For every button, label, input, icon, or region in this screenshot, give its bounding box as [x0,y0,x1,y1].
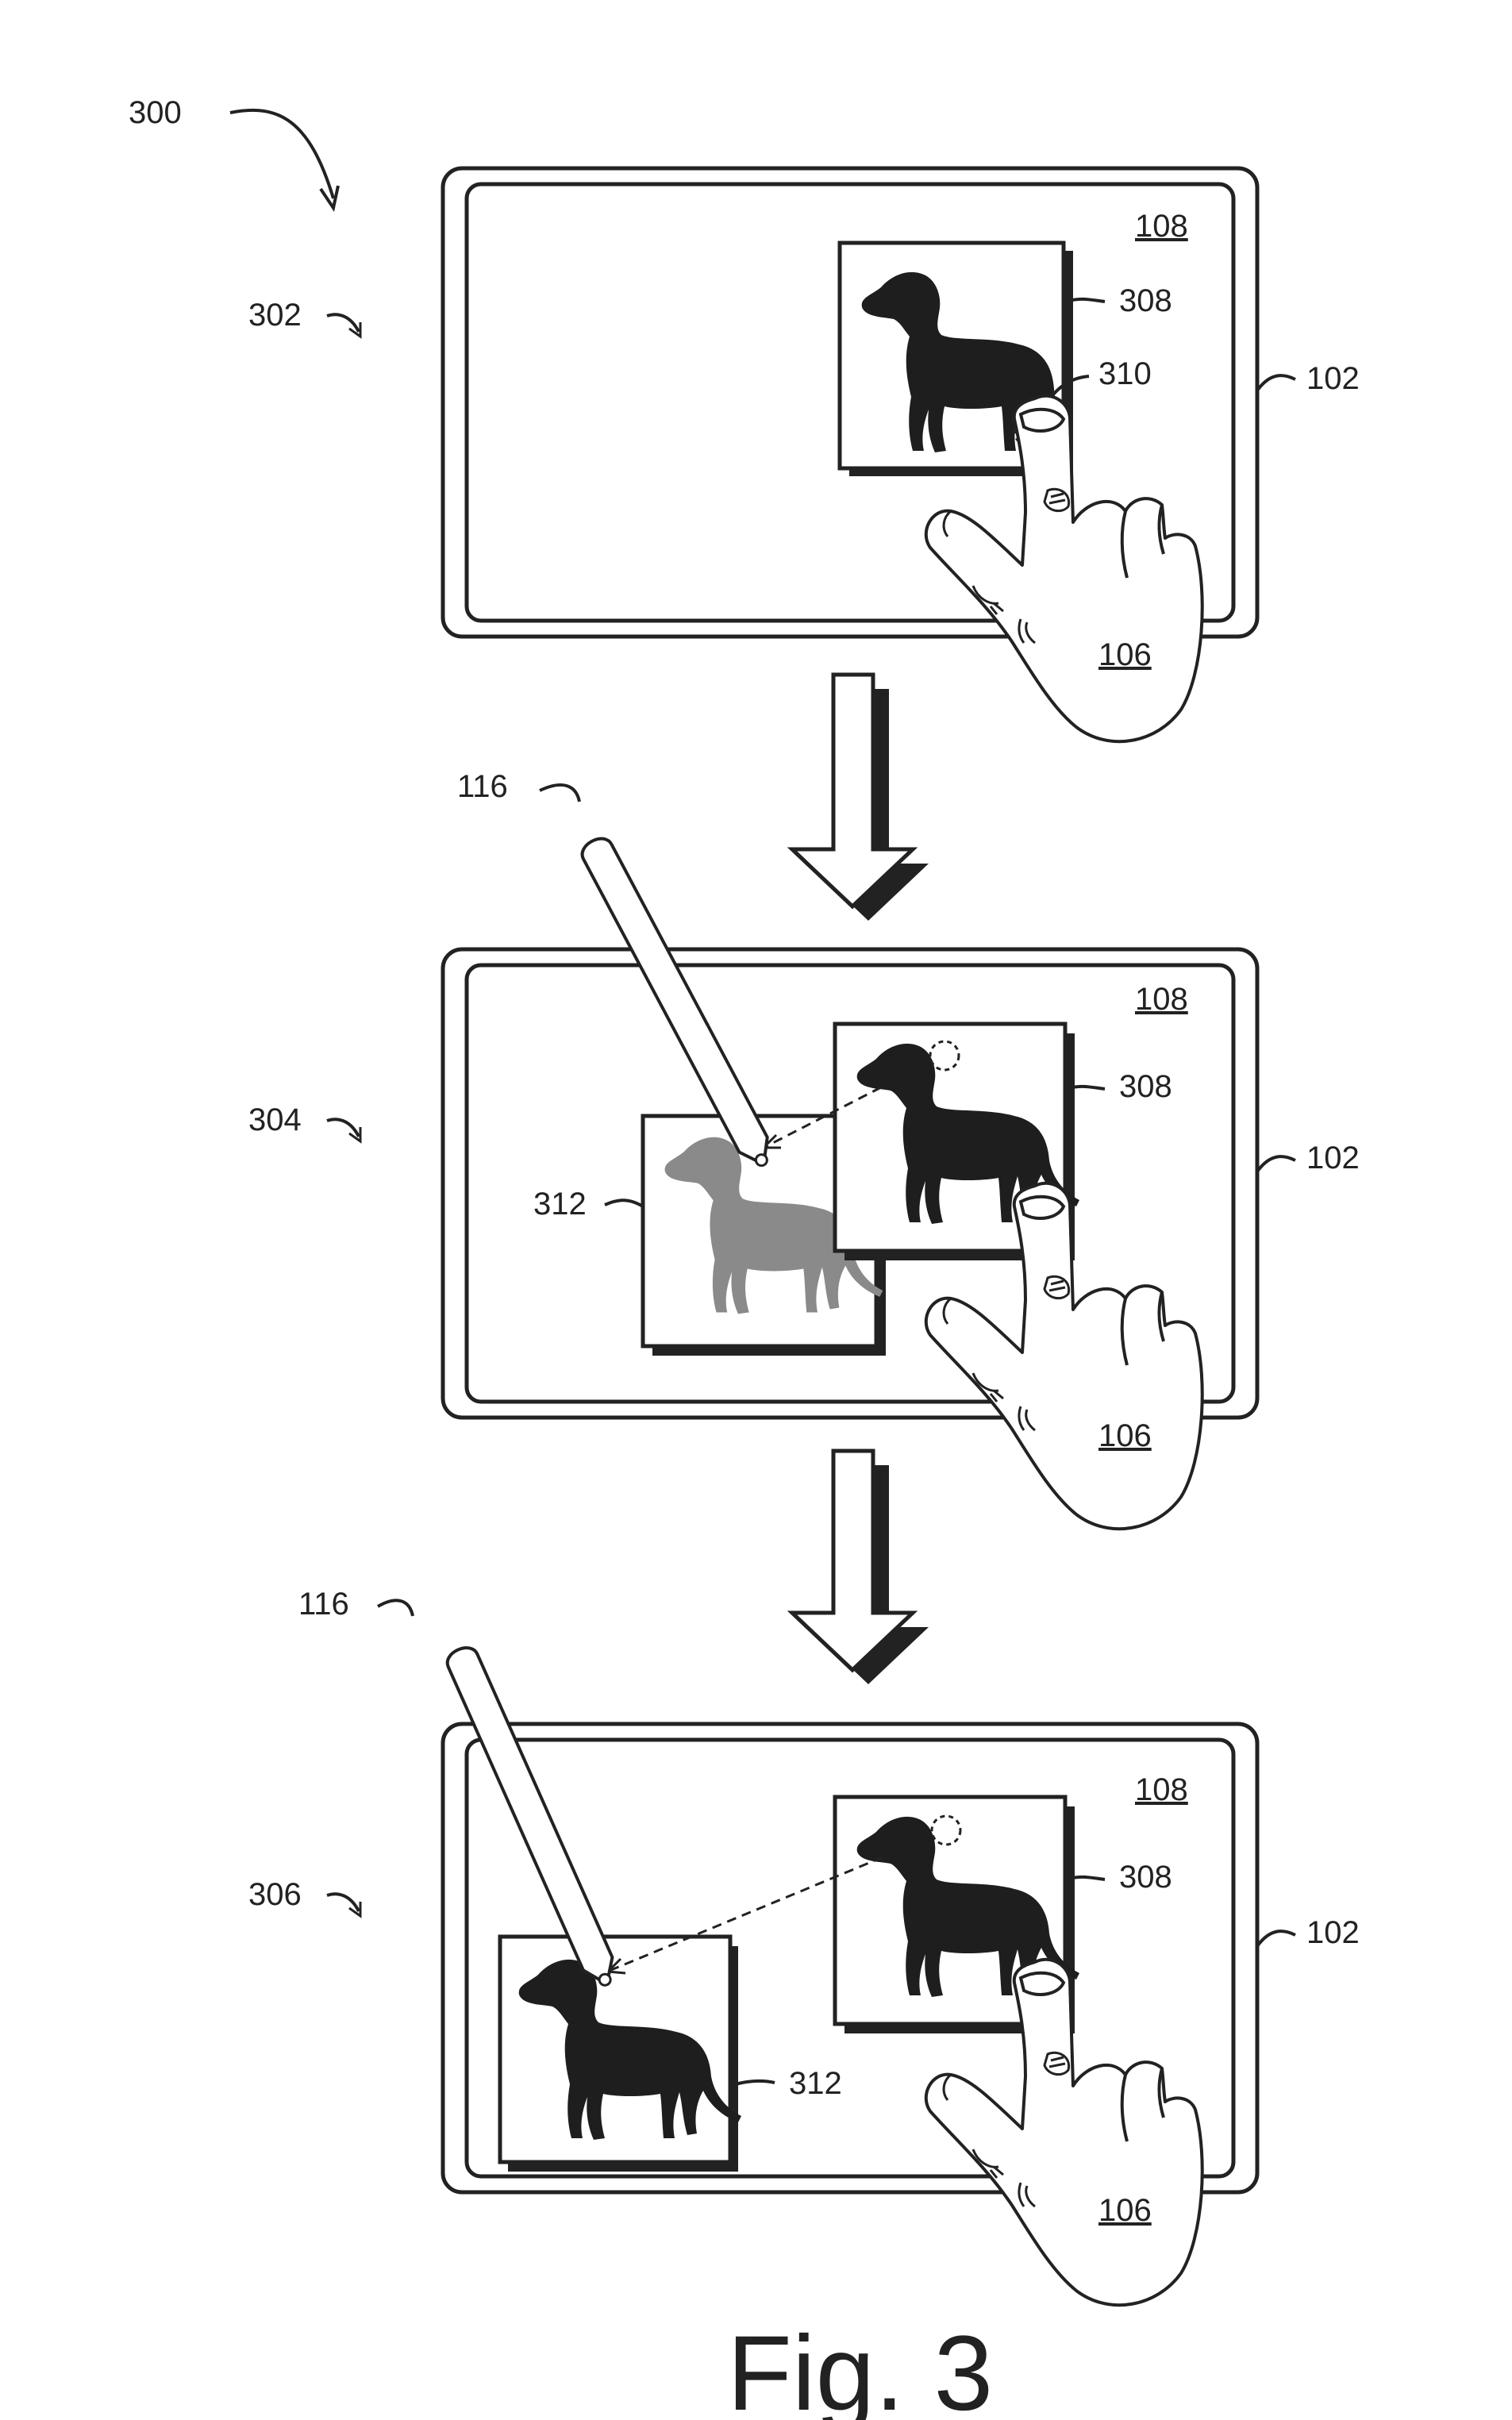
figure-ref-label: 300 [129,95,182,130]
transition-arrow-2 [792,1451,929,1684]
hand-ref-label: 106 [1098,2193,1152,2228]
transition-arrow-1 [792,675,929,921]
touch-point-ref-label: 310 [1098,356,1152,391]
figure-caption: Fig. 3 [727,2314,993,2420]
panel-302: 302 108 102 308 310 106 [248,168,1360,741]
source-image-ref-label: 308 [1119,1069,1172,1104]
device-leader-line [1257,1156,1295,1172]
screen-ref-label: 108 [1135,209,1188,244]
screen-ref-label: 108 [1135,982,1188,1017]
device-leader-line [1257,1931,1295,1946]
hand-ref-label: 106 [1098,1418,1152,1453]
copy-image-ref-label: 312 [789,2066,842,2101]
panel-306: 306 108 102 312 308 116 106 [248,1587,1360,2305]
panel-304: 304 108 102 312 308 116 106 [248,769,1360,1529]
device-ref-label: 102 [1306,1915,1360,1950]
panel-ref-label: 304 [248,1102,302,1137]
stylus-ref-label: 116 [298,1587,349,1622]
hand-ref-label: 106 [1098,637,1152,672]
device-ref-label: 102 [1306,1141,1360,1175]
stylus-leader [540,785,579,802]
figure-ref-300: 300 [129,95,338,208]
source-image-ref-label: 308 [1119,1860,1172,1895]
stylus-ref-label: 116 [457,769,508,804]
screen-ref-label: 108 [1135,1772,1188,1807]
panel-ref-label: 302 [248,298,302,333]
device-leader-line [1257,375,1295,391]
copy-image-ref-label: 312 [533,1187,587,1222]
panel-ref-label: 306 [248,1877,302,1912]
stylus-leader [378,1600,413,1616]
device-ref-label: 102 [1306,361,1360,396]
source-image-ref-label: 308 [1119,283,1172,318]
